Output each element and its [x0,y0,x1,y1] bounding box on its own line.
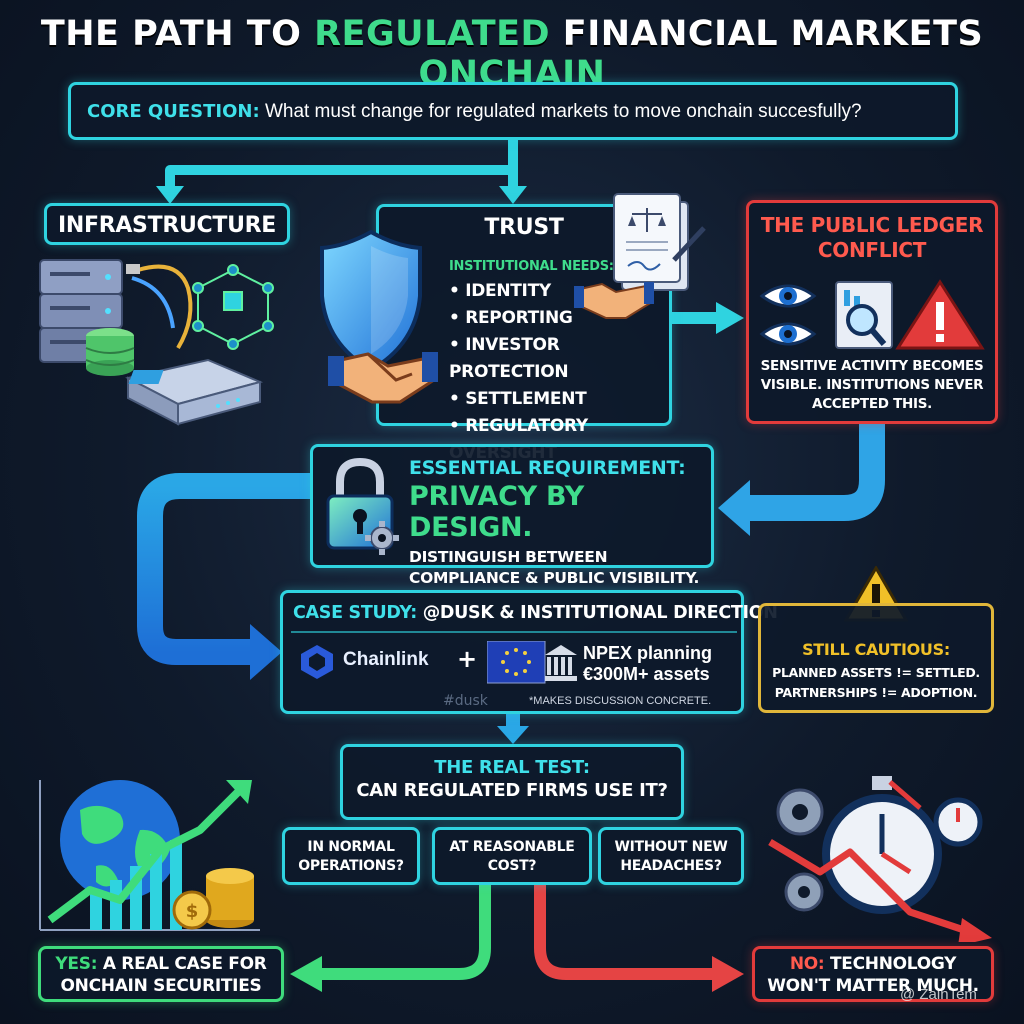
real-test-subtitle: CAN REGULATED FIRMS USE IT? [356,780,668,801]
cable-plug-icon [126,264,193,350]
gear-icon [776,788,824,912]
handshake-small-icon [574,282,654,319]
condition-2-line-2: COST? [487,858,537,874]
npex-line-2: €300M+ assets [583,664,710,684]
handshake-icon [328,352,438,404]
eye-icon [759,284,817,346]
arrow-to-trust [499,186,527,204]
list-item: • SETTLEMENT [449,389,587,409]
case-study-label: CASE STUDY: [293,603,417,623]
condition-3-line-2: HEADACHES? [620,858,722,874]
svg-text:$: $ [186,901,199,922]
gear-icon [365,521,399,555]
no-text-line-1: TECHNOLOGY [830,954,957,974]
ledger-text-line-3: ACCEPTED THIS. [812,396,932,412]
no-text-line-2: WON'T MATTER MUCH. [767,976,979,996]
essential-label: ESSENTIAL REQUIREMENT: [409,457,686,479]
magnifier-chart-icon [835,281,893,349]
globe-growth-chart-icon: $ [39,780,260,931]
npex-line-1: NPEX planning [583,643,713,663]
real-test-title: THE REAL TEST: [434,757,590,778]
dusk-tag: #dusk [443,693,488,709]
list-item: • IDENTITY [449,281,551,301]
essential-to-case-arrow [137,473,310,680]
core-question-connector [165,140,518,192]
document-scales-icon [613,193,706,291]
bank-icon [545,645,577,681]
yes-outcome-box: YES: A REAL CASE FOR ONCHAIN SECURITIES [38,946,284,1002]
chainlink-label: Chainlink [343,649,429,670]
watermark: @ ZainTem [900,986,977,1003]
condition-3-line-1: WITHOUT NEW [614,839,728,855]
ledger-title-line-2: CONFLICT [817,238,927,262]
shield-icon [320,229,422,373]
stopwatch-decline-icon [768,776,992,942]
condition-no-new-headaches: WITHOUT NEW HEADACHES? [598,827,744,885]
trust-to-ledger-arrow [672,302,744,334]
condition-1-line-1: IN NORMAL [307,839,395,855]
ledger-text-line-2: VISIBLE. INSTITUTIONS NEVER [760,377,984,393]
trust-label: TRUST [484,215,564,240]
database-icon [85,328,135,376]
eu-flag-icon [487,641,577,684]
case-study-note: *MAKES DISCUSSION CONCRETE. [529,695,712,707]
case-study-title: @DUSK & INSTITUTIONAL DIRECTION [422,603,778,623]
plus-sign: + [457,645,478,673]
essential-text-line-1: DISTINGUISH BETWEEN [409,548,608,566]
condition-normal-operations: IN NORMAL OPERATIONS? [282,827,420,885]
core-question-text: What must change for regulated markets t… [264,101,862,122]
coins-icon: $ [172,868,254,930]
institutional-needs: INSTITUTIONAL NEEDS: • IDENTITY • REPORT… [449,259,669,467]
blockchain-cube-icon [192,264,274,350]
title-part-3: FINANCIAL MARKETS [562,14,984,54]
institutional-needs-label: INSTITUTIONAL NEEDS: [449,259,614,274]
infrastructure-illustration [39,259,274,426]
warning-icon [895,279,985,350]
case-to-realtest-arrow [497,714,529,744]
yes-text-line-2: ONCHAIN SECURITIES [60,976,262,996]
infrastructure-box: INFRASTRUCTURE [44,203,290,245]
stopwatch-icon [822,776,983,914]
ledger-title-line-1: THE PUBLIC LEDGER [760,213,984,237]
cautious-line-1: PLANNED ASSETS != SETTLED. [772,665,980,680]
chainlink-logo-icon [301,645,333,679]
no-label: NO: [789,954,825,974]
page-title: THE PATH TO REGULATED FINANCIAL MARKETS … [0,14,1024,94]
ledger-text-line-1: SENSITIVE ACTIVITY BECOMES [760,358,984,374]
essential-headline: PRIVACY BY DESIGN. [409,481,585,543]
yes-label: YES: [55,954,98,974]
declining-arrow-icon [768,780,992,942]
condition-1-line-2: OPERATIONS? [298,858,404,874]
title-part-1: THE PATH TO [40,14,302,54]
need-investor-protection: INVESTOR PROTECTION [449,335,569,382]
still-cautious-box: STILL CAUTIOUS: PLANNED ASSETS != SETTLE… [758,603,994,713]
need-identity: IDENTITY [465,281,551,301]
list-item: • INVESTOR PROTECTION [449,335,569,382]
essential-text-line-2: COMPLIANCE & PUBLIC VISIBILITY. [409,569,700,587]
title-part-2: REGULATED [314,14,551,54]
case-study-box: CASE STUDY: @DUSK & INSTITUTIONAL DIRECT… [280,590,778,714]
need-reporting: REPORTING [465,308,573,328]
yes-path-arrow [290,885,491,992]
real-test-box: THE REAL TEST: CAN REGULATED FIRMS USE I… [340,744,684,820]
no-outcome-box: NO: TECHNOLOGY WON'T MATTER MUCH. [752,946,994,1002]
core-question-box: CORE QUESTION: What must change for regu… [68,82,958,140]
cautious-title: STILL CAUTIOUS: [802,640,950,659]
need-settlement: SETTLEMENT [465,389,587,409]
condition-reasonable-cost: AT REASONABLE COST? [432,827,592,885]
ledger-to-essential-arrow [718,424,885,536]
arrow-to-infrastructure [156,186,184,204]
no-path-arrow [534,885,744,992]
yes-text-line-1: A REAL CASE FOR [102,954,267,974]
infrastructure-label: INFRASTRUCTURE [57,213,277,238]
list-item: • REPORTING [449,308,573,328]
core-question-label: CORE QUESTION: [87,101,260,122]
ledger-icons [759,279,985,350]
condition-2-line-1: AT REASONABLE [449,839,575,855]
router-device-icon [125,358,264,426]
cautious-line-2: PARTNERSHIPS != ADOPTION. [774,685,978,700]
